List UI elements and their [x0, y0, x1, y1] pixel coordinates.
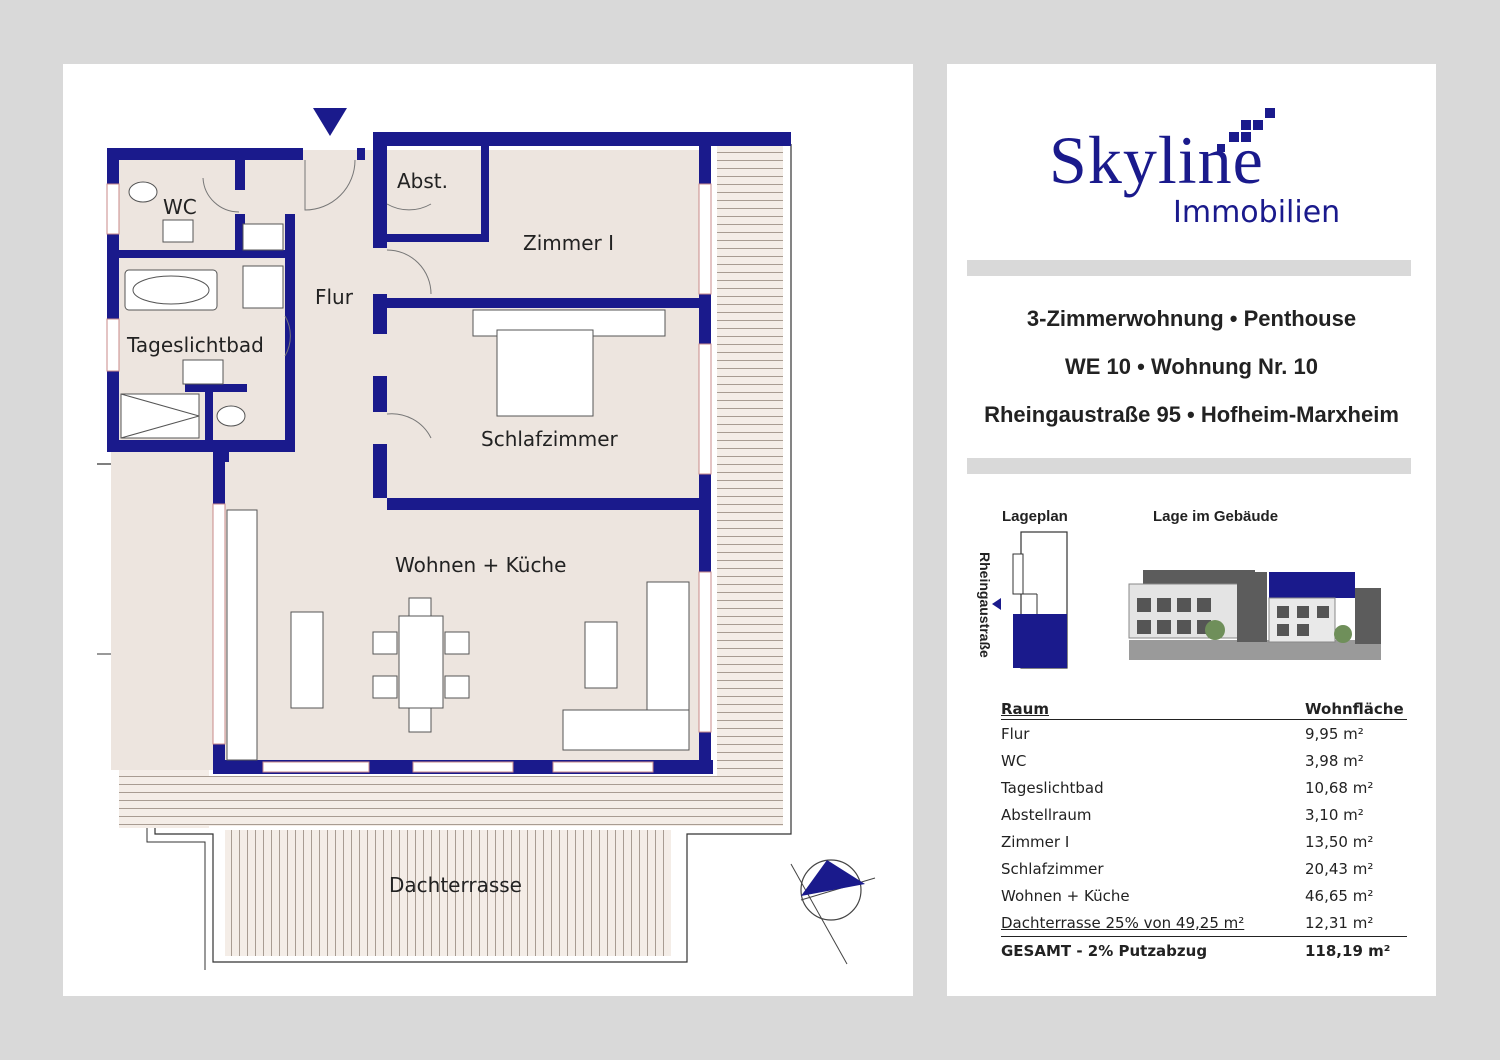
brand-sub: Immobilien [1173, 195, 1341, 230]
terrace-right [717, 146, 783, 826]
room-area: 3,10 m² [1305, 805, 1364, 824]
col-area-header: Wohnfläche [1305, 700, 1407, 720]
terrace-bottom [159, 776, 783, 826]
header-line-2: WE 10 • Wohnung Nr. 10 [1065, 354, 1318, 379]
room-name: Tageslichtbad [1001, 778, 1104, 797]
brand-name: Skyline [1049, 122, 1264, 198]
room-name: Zimmer I [1001, 832, 1070, 851]
room-label-terrasse: Dachterrasse [389, 873, 522, 897]
table-row: Flur 9,95 m² [1001, 720, 1407, 748]
room-label-flur: Flur [315, 285, 354, 309]
divider-top [967, 260, 1411, 276]
room-area: 20,43 m² [1305, 859, 1374, 878]
room-name: WC [1001, 751, 1027, 770]
room-area: 10,68 m² [1305, 778, 1374, 797]
room-name: Schlafzimmer [1001, 859, 1104, 878]
table-row: Abstellraum 3,10 m² [1001, 801, 1407, 828]
table-row: Tageslichtbad 10,68 m² [1001, 774, 1407, 801]
lageplan-label: Lageplan [1002, 508, 1068, 525]
room-area: 9,95 m² [1305, 724, 1364, 743]
total-row: GESAMT - 2% Putzabzug 118,19 m² [1001, 937, 1407, 965]
header-line-1: 3-Zimmerwohnung • Penthouse [1026, 306, 1357, 331]
room-area: 13,50 m² [1305, 832, 1374, 851]
room-label-wc: WC [163, 195, 197, 219]
room-label-bad: Tageslichtbad [126, 333, 264, 357]
room-label-wohnen: Wohnen + Küche [395, 553, 566, 577]
col-room-header: Raum [1001, 700, 1305, 720]
room-name: Flur [1001, 724, 1030, 743]
floorplan-panel: WC Flur Abst. Zimmer I Tageslichtbad Sch… [63, 64, 913, 996]
total-room: GESAMT - 2% Putzabzug [1001, 941, 1208, 960]
table-row: Zimmer I 13,50 m² [1001, 828, 1407, 855]
floorplan-drawing: WC Flur Abst. Zimmer I Tageslichtbad Sch… [97, 108, 876, 970]
terrace-room: Dachterrasse 25% von 49,25 m² [1001, 909, 1305, 937]
room-name: Abstellraum [1001, 805, 1092, 824]
street-label: Rheingaustraße [977, 552, 993, 658]
room-label-schlaf: Schlafzimmer [481, 427, 619, 451]
room-label-zimmer: Zimmer I [523, 231, 614, 255]
info-panel: Skyline Immobilien 3-Zimmerwohnung • Pen… [947, 64, 1436, 996]
room-label-abst: Abst. [397, 169, 448, 193]
room-area: 3,98 m² [1305, 751, 1364, 770]
total-area: 118,19 m² [1305, 941, 1391, 960]
brand-squares-icon [1217, 108, 1275, 152]
table-row: Schlafzimmer 20,43 m² [1001, 855, 1407, 882]
header-line-3: Rheingaustraße 95 • Hofheim-Marxheim [984, 402, 1399, 427]
table-row: Wohnen + Küche 46,65 m² [1001, 882, 1407, 909]
room-area: 46,65 m² [1305, 886, 1374, 905]
terrace-area: 12,31 m² [1305, 909, 1407, 937]
table-row: WC 3,98 m² [1001, 747, 1407, 774]
terrace-main [225, 830, 671, 956]
room-name: Wohnen + Küche [1001, 886, 1130, 905]
divider-middle [967, 458, 1411, 474]
area-table: Raum Wohnfläche Flur 9,95 m² WC 3,98 m² Tage… [1001, 700, 1407, 964]
terrace-row: Dachterrasse 25% von 49,25 m² 12,31 m² [1001, 909, 1407, 937]
lage-gebaeude-label: Lage im Gebäude [1153, 508, 1279, 525]
